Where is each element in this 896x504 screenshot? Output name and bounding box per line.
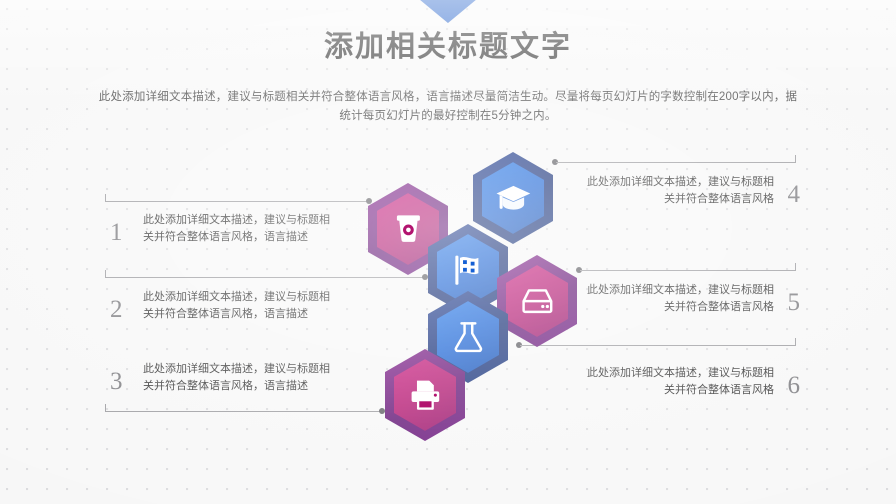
graduation-cap-icon bbox=[495, 177, 532, 219]
printer-icon bbox=[407, 374, 444, 416]
hard-drive-icon bbox=[519, 280, 556, 322]
item-number: 1 bbox=[110, 219, 123, 246]
flag-icon bbox=[450, 249, 487, 291]
item-number: 5 bbox=[787, 289, 801, 316]
connector-cap-6 bbox=[795, 338, 796, 346]
hexagon-printer[interactable] bbox=[385, 349, 465, 441]
item-text: 此处添加详细文本描述，建议与标题相关并符合整体语言风格，语言描述 bbox=[143, 363, 330, 392]
item-text: 此处添加详细文本描述，建议与标题相关并符合整体语言风格 bbox=[587, 176, 774, 205]
connector-line-4 bbox=[556, 162, 795, 163]
item-number: 4 bbox=[787, 181, 801, 208]
connector-cap-5 bbox=[795, 263, 796, 271]
connector-line-5 bbox=[580, 270, 795, 271]
item-number: 2 bbox=[110, 296, 123, 323]
item-number: 6 bbox=[787, 372, 801, 399]
item-text: 此处添加详细文本描述，建议与标题相关并符合整体语言风格 bbox=[587, 367, 774, 396]
connector-cap-4 bbox=[795, 155, 796, 163]
item-text: 此处添加详细文本描述，建议与标题相关并符合整体语言风格，语言描述 bbox=[143, 291, 330, 320]
item-number: 3 bbox=[110, 368, 123, 395]
top-triangle-icon bbox=[419, 0, 477, 23]
page-subtitle: 此处添加详细文本描述，建议与标题相关并符合整体语言风格，语言描述尽量简洁生动。尽… bbox=[98, 91, 798, 122]
bucket-icon bbox=[390, 208, 427, 250]
page-title: 添加相关标题文字 bbox=[323, 31, 572, 63]
connector-line-2 bbox=[105, 277, 425, 278]
item-text: 此处添加详细文本描述，建议与标题相关并符合整体语言风格 bbox=[587, 284, 774, 313]
item-text: 此处添加详细文本描述，建议与标题相关并符合整体语言风格，语言描述 bbox=[143, 214, 330, 243]
flask-icon bbox=[450, 316, 487, 358]
hexagon-hard-drive[interactable] bbox=[497, 255, 577, 347]
connector-line-3 bbox=[105, 411, 382, 412]
connector-line-1 bbox=[105, 201, 369, 202]
